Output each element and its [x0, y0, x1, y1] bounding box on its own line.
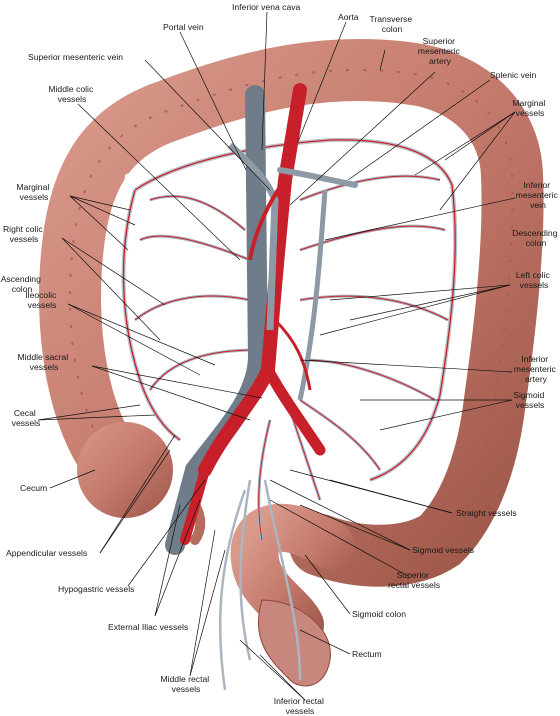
label-inferior-rectal-vessels: Inferior rectal vessels [274, 696, 327, 716]
label-external-iliac-vessels: External Iliac vessels [108, 622, 188, 632]
label-cecal-vessels: Cecal vessels [12, 408, 41, 428]
label-sigmoid-colon: Sigmoid colon [352, 609, 406, 619]
label-middle-rectal-vessels: Middle rectal vessels [160, 674, 211, 694]
cecum-shape [77, 422, 173, 518]
aorta-vessel [198, 83, 307, 477]
label-hypogastric-vessels: Hypogastric vessels [58, 584, 134, 594]
label-cecum: Cecum [20, 483, 47, 493]
label-middle-sacral-vessels: Middle sacral vessels [17, 352, 70, 372]
label-straight-vessels: Straight vessels [456, 508, 517, 518]
label-marginal-vessels-left: Marginal vessels [16, 182, 51, 202]
label-middle-colic-vessels: Middle colic vessels [48, 84, 95, 104]
leader-lines [37, 11, 516, 701]
portal-vein-vessel [227, 142, 279, 331]
label-transverse-colon: Transverse colon [369, 14, 414, 34]
label-inferior-mesenteric-vein: Inferior mesenteric vein [516, 180, 560, 210]
label-inferior-mesenteric-artery: Inferior mesenteric artery [514, 354, 558, 384]
label-inferior-vena-cava: Inferior vena cava [232, 2, 301, 12]
label-portal-vein: Portal vein [163, 22, 204, 32]
label-sigmoid-vessels-bottom: Sigmoid vessels [412, 545, 474, 555]
label-appendicular-vessels: Appendicular vessels [6, 548, 87, 558]
colon-body [39, 38, 544, 587]
label-right-colic-vessels: Right colic vessels [3, 224, 45, 244]
label-superior-mesenteric-artery: Superior mesenteric artery [418, 36, 462, 66]
imv-vessel [297, 189, 328, 401]
label-superior-rectal-vessels: Superior rectal vessels [388, 570, 440, 590]
label-ileocolic-vessels: Ileocolic vessels [25, 290, 58, 310]
mesentery-window [120, 124, 465, 491]
rectum-shape [257, 599, 331, 687]
colon [39, 38, 544, 687]
label-superior-mesenteric-vein: Superior mesenteric vein [28, 52, 123, 62]
label-ascending-colon: Ascending colon [1, 274, 44, 294]
splenic-vein-vessel [277, 167, 358, 188]
label-marginal-vessels-right: Marginal vessels [512, 98, 547, 118]
label-aorta: Aorta [338, 12, 359, 22]
label-rectum: Rectum [352, 649, 382, 659]
label-splenic-vein: Splenic vein [490, 70, 537, 80]
label-left-colic-vessels: Left colic vessels [516, 270, 552, 290]
main-vessels [165, 83, 358, 555]
label-sigmoid-vessels-right: Sigmoid vessels [513, 390, 546, 410]
label-descending-colon: Descending colon [512, 228, 560, 248]
